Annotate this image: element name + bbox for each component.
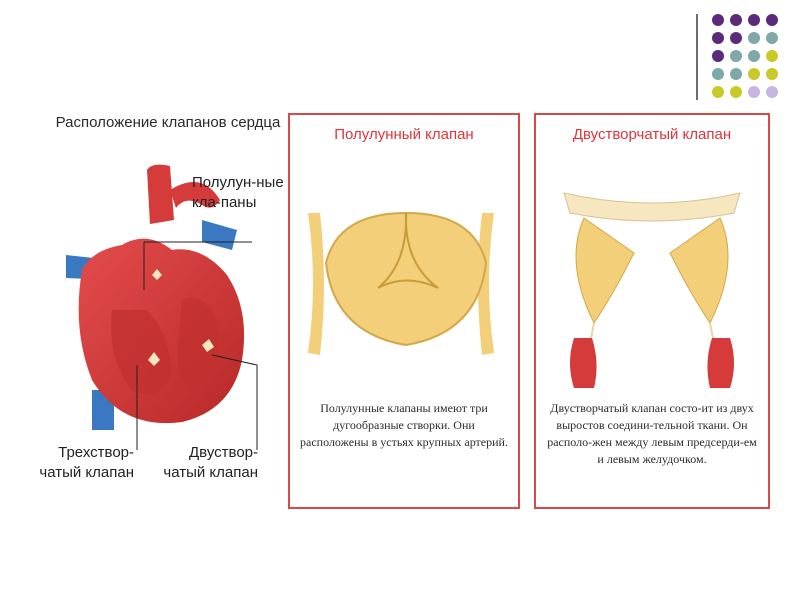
decorative-dot [712, 50, 724, 62]
bicuspid-valve-description: Двустворчатый клапан состо-ит из двух вы… [547, 401, 757, 466]
decorative-dot [766, 32, 778, 44]
decorative-dot [712, 68, 724, 80]
bicuspid-valve-panel: Двустворчатый клапан Двустворчатый клапа… [534, 113, 770, 509]
decorative-dot [730, 86, 742, 98]
semilunar-valve-title: Полулунный клапан [334, 126, 474, 143]
decorative-divider [696, 14, 698, 100]
heart-illustration [66, 164, 258, 450]
decorative-dot [766, 50, 778, 62]
decorative-dot [748, 68, 760, 80]
decorative-dot [766, 14, 778, 26]
bicuspid-valve-label: Двуствор-чатый клапан [163, 444, 258, 481]
decorative-dot [730, 32, 742, 44]
semilunar-valve-description: Полулунные клапаны имеют три дугообразны… [300, 401, 508, 449]
decorative-dot [730, 14, 742, 26]
tricuspid-valve-label: Трехствор-чатый клапан [39, 444, 134, 481]
decorative-dot [748, 32, 760, 44]
decorative-dot [748, 86, 760, 98]
decorative-dot [712, 14, 724, 26]
decorative-dot [748, 14, 760, 26]
semilunar-valve-panel: Полулунный клапан Полулунные клапаны име… [288, 113, 520, 509]
decorative-dot [712, 32, 724, 44]
decorative-dot [766, 86, 778, 98]
semilunar-valve-illustration [308, 211, 494, 355]
bicuspid-valve-illustration [563, 192, 741, 388]
decorative-dot [766, 68, 778, 80]
semilunar-valves-label: Полулун-ные кла-паны [192, 174, 284, 211]
slide-title: Расположение клапанов сердца [55, 114, 281, 131]
decorative-dot [712, 86, 724, 98]
decorative-dot-grid [712, 14, 778, 98]
decorative-dot [730, 68, 742, 80]
decorative-dot [748, 50, 760, 62]
decorative-dot [730, 50, 742, 62]
bicuspid-valve-title: Двустворчатый клапан [572, 126, 732, 143]
